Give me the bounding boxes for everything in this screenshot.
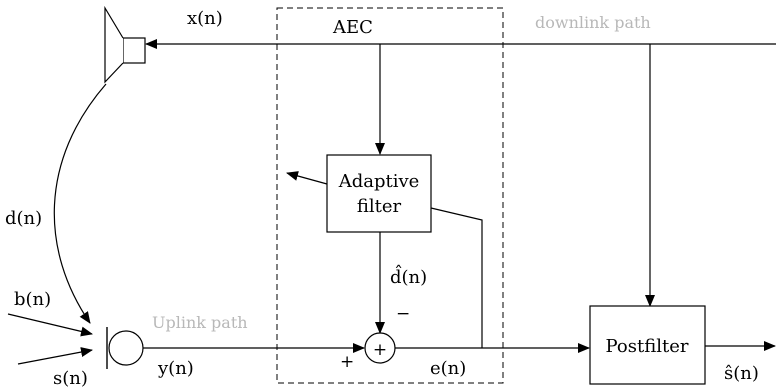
label-uplink-path: Uplink path [152, 313, 248, 332]
label-b-n: b(n) [14, 289, 51, 310]
adaptive-filter-block [326, 154, 432, 233]
label-d-hat-n: d̂(n) [390, 263, 427, 288]
speech-input-arrow [17, 347, 93, 365]
label-e-n: e(n) [430, 358, 466, 379]
aec-region [276, 7, 504, 384]
label-d-n: d(n) [5, 208, 42, 229]
adaptation-arrow [286, 171, 328, 185]
label-plus: + [340, 352, 354, 372]
summation-node: + [364, 332, 396, 364]
postfilter-block [589, 305, 706, 385]
adaptive-filter-label-2: filter [357, 196, 402, 217]
svg-text:+: + [373, 340, 387, 360]
postfilter-label: Postfilter [606, 336, 689, 357]
error-feedback-line [430, 207, 483, 348]
label-downlink-path: downlink path [535, 13, 651, 32]
loudspeaker-icon [104, 5, 146, 84]
noise-input-arrow [7, 313, 93, 337]
label-minus: − [396, 304, 410, 324]
label-s-n: s(n) [53, 368, 88, 389]
label-aec: AEC [332, 17, 373, 38]
microphone-icon [106, 327, 144, 369]
label-x-n: x(n) [187, 8, 223, 29]
echo-path-curve [53, 83, 107, 324]
adaptive-filter-label-1: Adaptive [338, 171, 420, 192]
label-y-n: y(n) [157, 358, 194, 379]
label-s-hat-n: ŝ(n) [724, 363, 759, 384]
